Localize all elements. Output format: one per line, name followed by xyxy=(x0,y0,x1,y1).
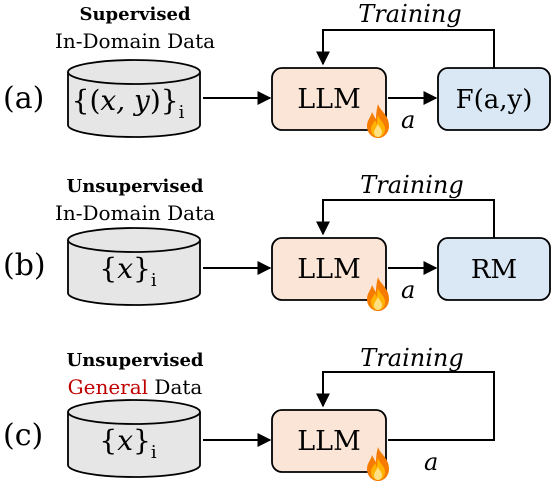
reward-model-box: RM xyxy=(437,237,551,301)
training-label: Training xyxy=(360,344,463,372)
dataset-expression: {(x, y)}i xyxy=(72,84,185,123)
general-highlight: General xyxy=(68,375,148,399)
row-label: (b) xyxy=(3,248,46,283)
row-label: (a) xyxy=(3,81,44,116)
data-type-subtitle: In-Domain Data xyxy=(55,201,215,225)
dataset-cylinder: {(x, y)}i xyxy=(67,59,201,138)
action-label: a xyxy=(424,448,438,476)
data-type-title: Unsupervised xyxy=(67,176,204,197)
data-type-subtitle: In-Domain Data xyxy=(55,29,215,53)
training-feedback-arrow xyxy=(316,371,495,441)
action-label: a xyxy=(401,276,415,304)
reward-function-box: F(a,y) xyxy=(437,67,551,131)
reward-function-label: F(a,y) xyxy=(456,85,533,115)
training-feedback-arrow xyxy=(316,29,495,68)
training-label: Training xyxy=(358,0,461,28)
dataset-expression: {x}i xyxy=(99,252,156,291)
training-feedback-arrow xyxy=(316,199,495,238)
data-type-subtitle: General Data xyxy=(68,375,203,399)
dataset-expression: {x}i xyxy=(99,424,156,463)
row-a: (a) Supervised In-Domain Data {(x, y)}i … xyxy=(3,0,551,138)
llm-box: LLM xyxy=(271,409,387,473)
training-label: Training xyxy=(360,171,463,199)
data-type-title: Unsupervised xyxy=(67,350,204,371)
llm-box: LLM xyxy=(271,67,387,131)
row-b: (b) Unsupervised In-Domain Data {x}i LLM… xyxy=(3,171,551,311)
llm-label: LLM xyxy=(297,254,361,285)
data-type-title: Supervised xyxy=(79,4,190,25)
action-label: a xyxy=(401,106,415,134)
llm-label: LLM xyxy=(297,426,361,457)
dataset-cylinder: {x}i xyxy=(67,227,201,306)
reward-model-label: RM xyxy=(471,255,517,285)
llm-box: LLM xyxy=(271,237,387,301)
row-c: (c) Unsupervised General Data {x}i LLM a… xyxy=(3,344,495,481)
llm-label: LLM xyxy=(297,84,361,115)
row-label: (c) xyxy=(3,418,43,453)
dataset-cylinder: {x}i xyxy=(67,399,201,478)
